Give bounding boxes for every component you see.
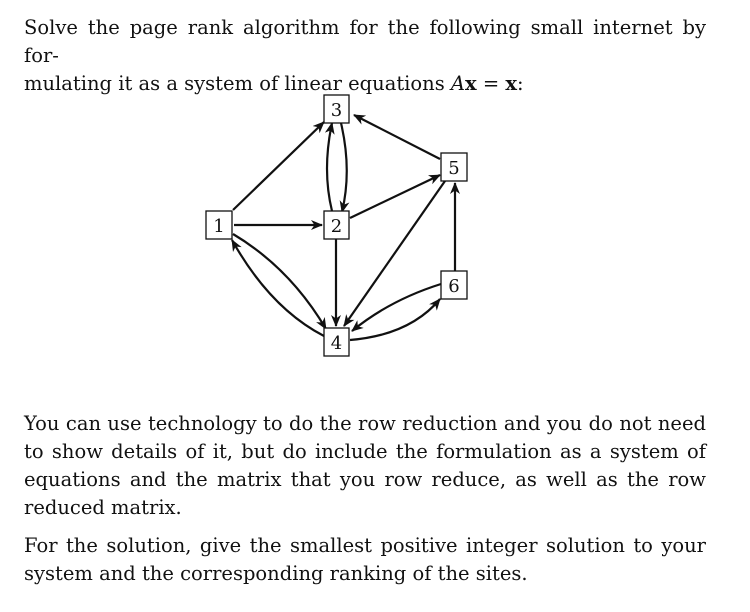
node-6-label: 6 [448,276,459,297]
edge-5-4 [343,180,446,327]
technology-paragraph: You can use technology to do the row red… [24,412,706,519]
edge-2-5 [349,174,441,219]
edge-1-3 [232,121,325,211]
solution-paragraph: For the solution, give the smallest posi… [24,534,706,585]
node-5-label: 5 [448,158,459,179]
node-6: 6 [440,270,468,300]
node-3: 3 [323,94,350,124]
math-equals: = [476,72,506,95]
intro-line-1: Solve the page rank algorithm for the fo… [24,16,706,67]
problem-intro: Solve the page rank algorithm for the fo… [24,14,706,98]
edge-6-4 [351,282,442,332]
node-3-label: 3 [331,100,342,121]
node-4-label: 4 [331,333,342,354]
edge-4-1 [231,239,325,337]
node-4: 4 [323,327,350,357]
intro-line-2: mulating it as a system of linear equati… [24,72,451,95]
math-vector-x-rhs: x [505,72,518,95]
intro-colon: : [517,72,524,95]
edge-4-6 [349,298,441,342]
node-2: 2 [323,210,350,240]
edge-2-3 [324,122,335,212]
edge-1-4 [232,233,327,330]
math-vector-x: x [465,72,477,95]
edge-5-3 [353,114,441,160]
node-1-label: 1 [213,216,224,237]
page-rank-graph: 1 2 3 4 5 6 [205,94,468,357]
edge-3-2 [339,122,350,213]
math-matrix-A: A [450,72,465,95]
node-5: 5 [440,152,468,182]
node-2-label: 2 [331,216,342,237]
node-1: 1 [205,210,233,240]
